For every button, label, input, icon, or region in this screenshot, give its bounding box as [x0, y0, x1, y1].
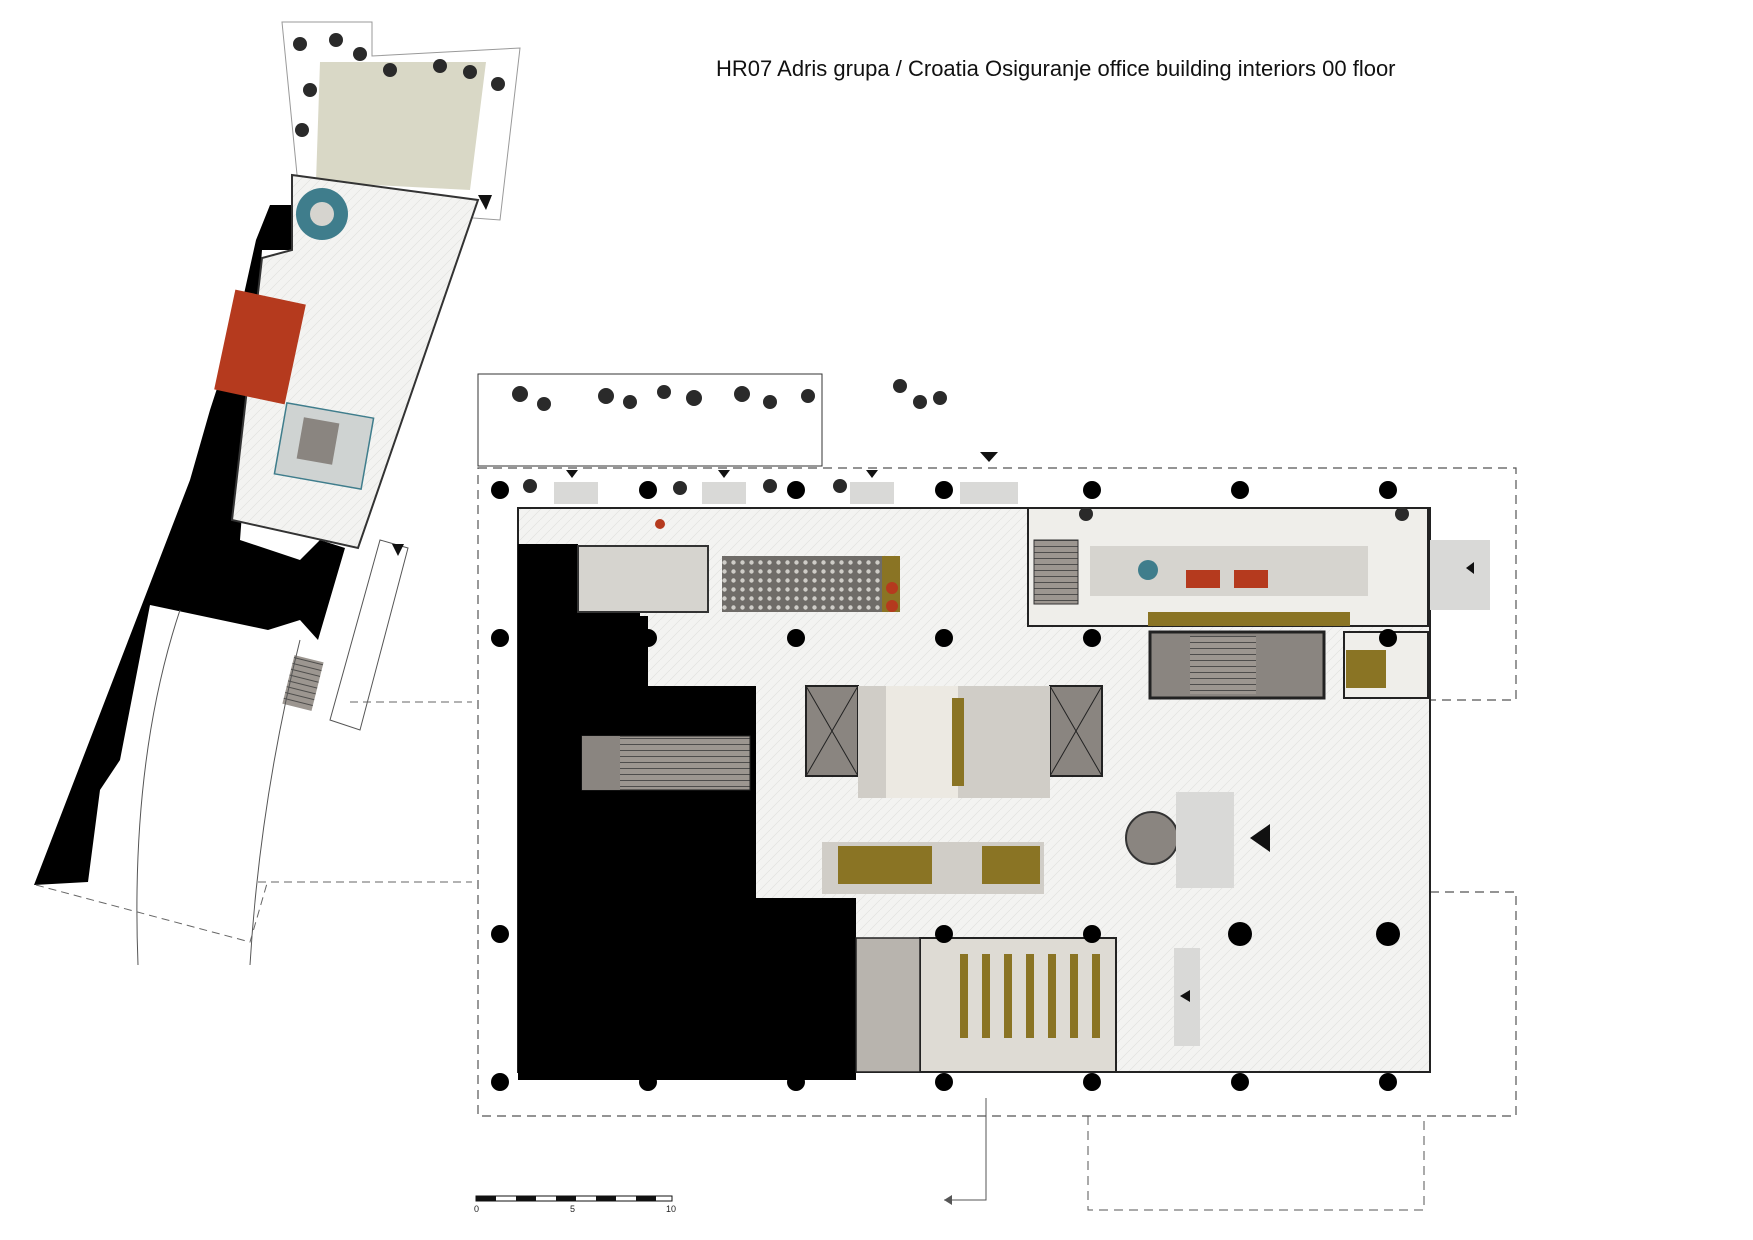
- entrance-canopy-ne: [1430, 540, 1490, 610]
- main-building: [293, 33, 1517, 1211]
- scale-label-0: 0: [474, 1204, 479, 1214]
- bar-counter: [722, 556, 900, 612]
- canopy-pads: [554, 482, 1018, 504]
- entrance-canopy-east: [1176, 792, 1234, 888]
- left-wing-arc: [136, 609, 181, 966]
- scale-label-5: 5: [570, 1204, 575, 1214]
- auditorium-seating: [960, 954, 1100, 1038]
- auditorium: [919, 937, 1117, 1073]
- left-wing: [34, 21, 521, 966]
- service-block-red: [214, 289, 306, 405]
- drawing-title: HR07 Adris grupa / Croatia Osiguranje of…: [716, 56, 1396, 81]
- kitchen-block: [577, 545, 709, 613]
- structural-columns: [491, 481, 1400, 1091]
- entrance-arrows: [566, 452, 1474, 1002]
- main-core-wall: [518, 544, 856, 1080]
- left-wing-void: [110, 612, 300, 890]
- scale-bar: 0 5 10: [474, 1195, 676, 1214]
- scale-label-10: 10: [666, 1204, 676, 1214]
- left-wing-core-wall: [34, 205, 345, 885]
- leader-line: [944, 1098, 987, 1201]
- revolving-door: [1125, 811, 1179, 865]
- courtyard-north: [477, 373, 823, 467]
- office-stair: [1033, 539, 1079, 605]
- trees: [293, 33, 1409, 521]
- terrace-seating-area: [316, 62, 486, 190]
- office-workstations: [1090, 546, 1368, 596]
- wc-block: [855, 937, 921, 1073]
